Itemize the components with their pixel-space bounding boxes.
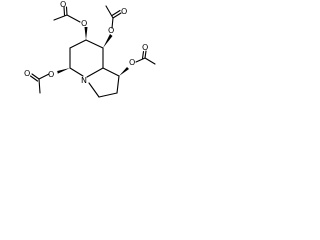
ester-bond (38, 73, 50, 80)
ring-bond (88, 82, 100, 98)
molecule-structure: N O O O O O O O O (24, 0, 156, 98)
methyl-bond (144, 57, 156, 65)
carbonyl-bond (29, 75, 39, 82)
stereo-wedge (103, 34, 113, 48)
stereo-wedge (84, 27, 88, 40)
methyl-bond (53, 14, 68, 21)
methyl-bond (38, 78, 41, 94)
stereo-wedge (119, 67, 129, 76)
ester-bond (135, 57, 146, 63)
ring-bond (69, 67, 84, 77)
carbonyl-bond (112, 12, 122, 19)
ring-bond (86, 67, 104, 78)
ester-bond (111, 17, 114, 29)
ester-bond (66, 14, 81, 23)
ring-bond (116, 75, 120, 94)
ester-oxygen-label: O (108, 26, 114, 35)
carbonyl-bond (111, 9, 121, 17)
ring-bond (85, 39, 104, 49)
carbonyl-bond (144, 50, 147, 59)
ring-bond (98, 92, 118, 98)
carbonyl-oxygen-label: O (60, 0, 66, 9)
carbonyl-oxygen-label: O (121, 7, 127, 16)
carbonyl-bond (63, 6, 66, 16)
nitrogen-label: N (81, 76, 87, 85)
carbonyl-bond (141, 50, 145, 60)
ester-oxygen-label: O (81, 19, 87, 28)
carbonyl-oxygen-label: O (24, 69, 30, 78)
ester-oxygen-label: O (48, 70, 54, 79)
ester-oxygen-label: O (129, 58, 135, 67)
structure-canvas: N O O O O O O O O (0, 0, 164, 111)
carbonyl-bond (31, 73, 40, 80)
stereo-wedge (57, 68, 70, 74)
carbonyl-oxygen-label: O (142, 43, 148, 52)
ring-bond (102, 67, 120, 77)
carbonyl-bond (65, 6, 68, 16)
methyl-bond (105, 5, 114, 19)
ring-bond (69, 39, 87, 49)
